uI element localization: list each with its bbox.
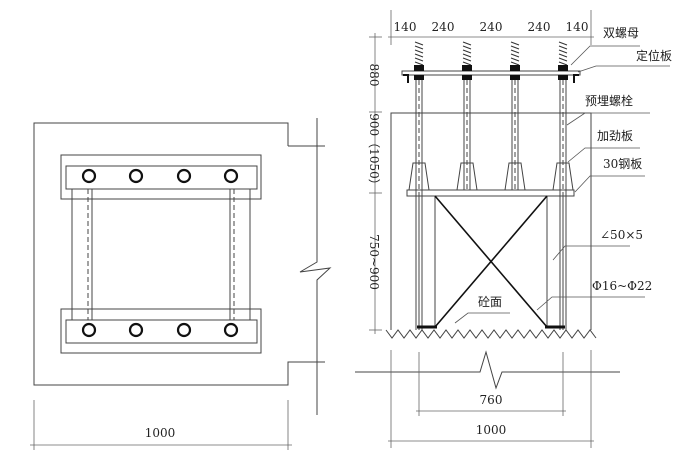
right-angle-column (546, 195, 564, 328)
foundation-outline (33, 122, 325, 386)
plan-width-dimension: 1000 (30, 400, 292, 450)
left-dim-900: 900（1050） (367, 113, 381, 190)
stiffeners (408, 162, 574, 191)
elevation-view: 140 240 240 240 140 880 900（1050） 750~90… (355, 10, 672, 448)
concrete-break-zigzag (385, 329, 597, 339)
concrete-outline (390, 112, 592, 330)
plan-width-label: 1000 (145, 426, 176, 440)
label-angle: ∠50×5 (600, 228, 643, 242)
plan-view: 1000 (30, 118, 332, 450)
anchor-bolts (414, 41, 568, 330)
dim-760: 760 (480, 393, 503, 407)
positioning-plate (401, 70, 581, 76)
dim-1000: 1000 (476, 423, 507, 437)
base-steel-plate (406, 189, 575, 197)
label-embedded-bolt: 预埋螺栓 (585, 93, 633, 108)
label-stiffener: 加劲板 (597, 129, 633, 143)
left-dim-750-900: 750~900 (367, 234, 381, 290)
top-dim-5: 140 (566, 20, 589, 34)
label-double-nut: 双螺母 (603, 26, 639, 40)
ground-break-line (355, 350, 620, 390)
left-dim-880: 880 (367, 64, 381, 87)
top-dim-3: 240 (480, 20, 503, 34)
label-concrete-surface: 砼面 (478, 295, 502, 309)
label-steel-plate: 30钢板 (603, 157, 642, 171)
label-rebar: Φ16~Φ22 (592, 279, 652, 293)
top-dim-2: 240 (432, 20, 455, 34)
right-angle (229, 188, 251, 321)
bottom-plate-inner (65, 319, 258, 344)
top-dim-4: 240 (528, 20, 551, 34)
left-angle (71, 188, 93, 321)
top-plate-inner (65, 165, 258, 190)
left-angle-column (418, 195, 436, 328)
cross-brace-2 (434, 195, 548, 328)
bolt-holes (81, 168, 239, 338)
break-line (299, 118, 332, 415)
top-dim-1: 140 (394, 20, 417, 34)
label-positioning-plate: 定位板 (636, 48, 672, 63)
